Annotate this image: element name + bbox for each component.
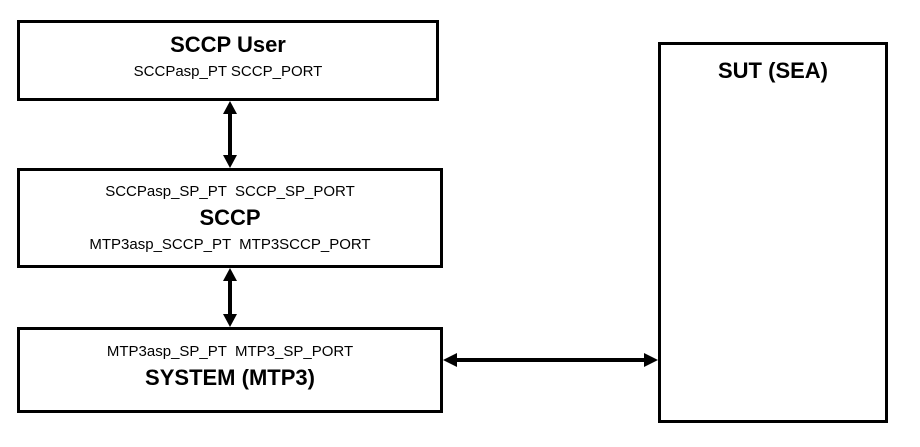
block-system-mtp3: MTP3asp_SP_PT MTP3_SP_PORT SYSTEM (MTP3) — [17, 327, 443, 413]
block-sut-title: SUT (SEA) — [718, 58, 828, 83]
block-sccp-user-ports: SCCPasp_PT SCCP_PORT — [133, 63, 323, 80]
block-sccp-user: SCCP User SCCPasp_PT SCCP_PORT — [17, 20, 439, 101]
double-arrow-horizontal-icon — [443, 353, 658, 367]
double-arrow-vertical-icon — [223, 101, 237, 168]
block-sut: SUT (SEA) — [658, 42, 888, 423]
block-system-mtp3-title: SYSTEM (MTP3) — [145, 365, 315, 390]
block-sccp-bottom-ports: MTP3asp_SCCP_PT MTP3SCCP_PORT — [89, 236, 371, 253]
block-sccp-top-ports: SCCPasp_SP_PT SCCP_SP_PORT — [105, 183, 355, 200]
block-sccp-title: SCCP — [199, 205, 261, 230]
double-arrow-vertical-icon — [223, 268, 237, 327]
block-sccp-user-title: SCCP User — [170, 32, 286, 57]
block-sccp: SCCPasp_SP_PT SCCP_SP_PORT SCCP MTP3asp_… — [17, 168, 443, 268]
block-system-mtp3-ports: MTP3asp_SP_PT MTP3_SP_PORT — [106, 343, 354, 360]
